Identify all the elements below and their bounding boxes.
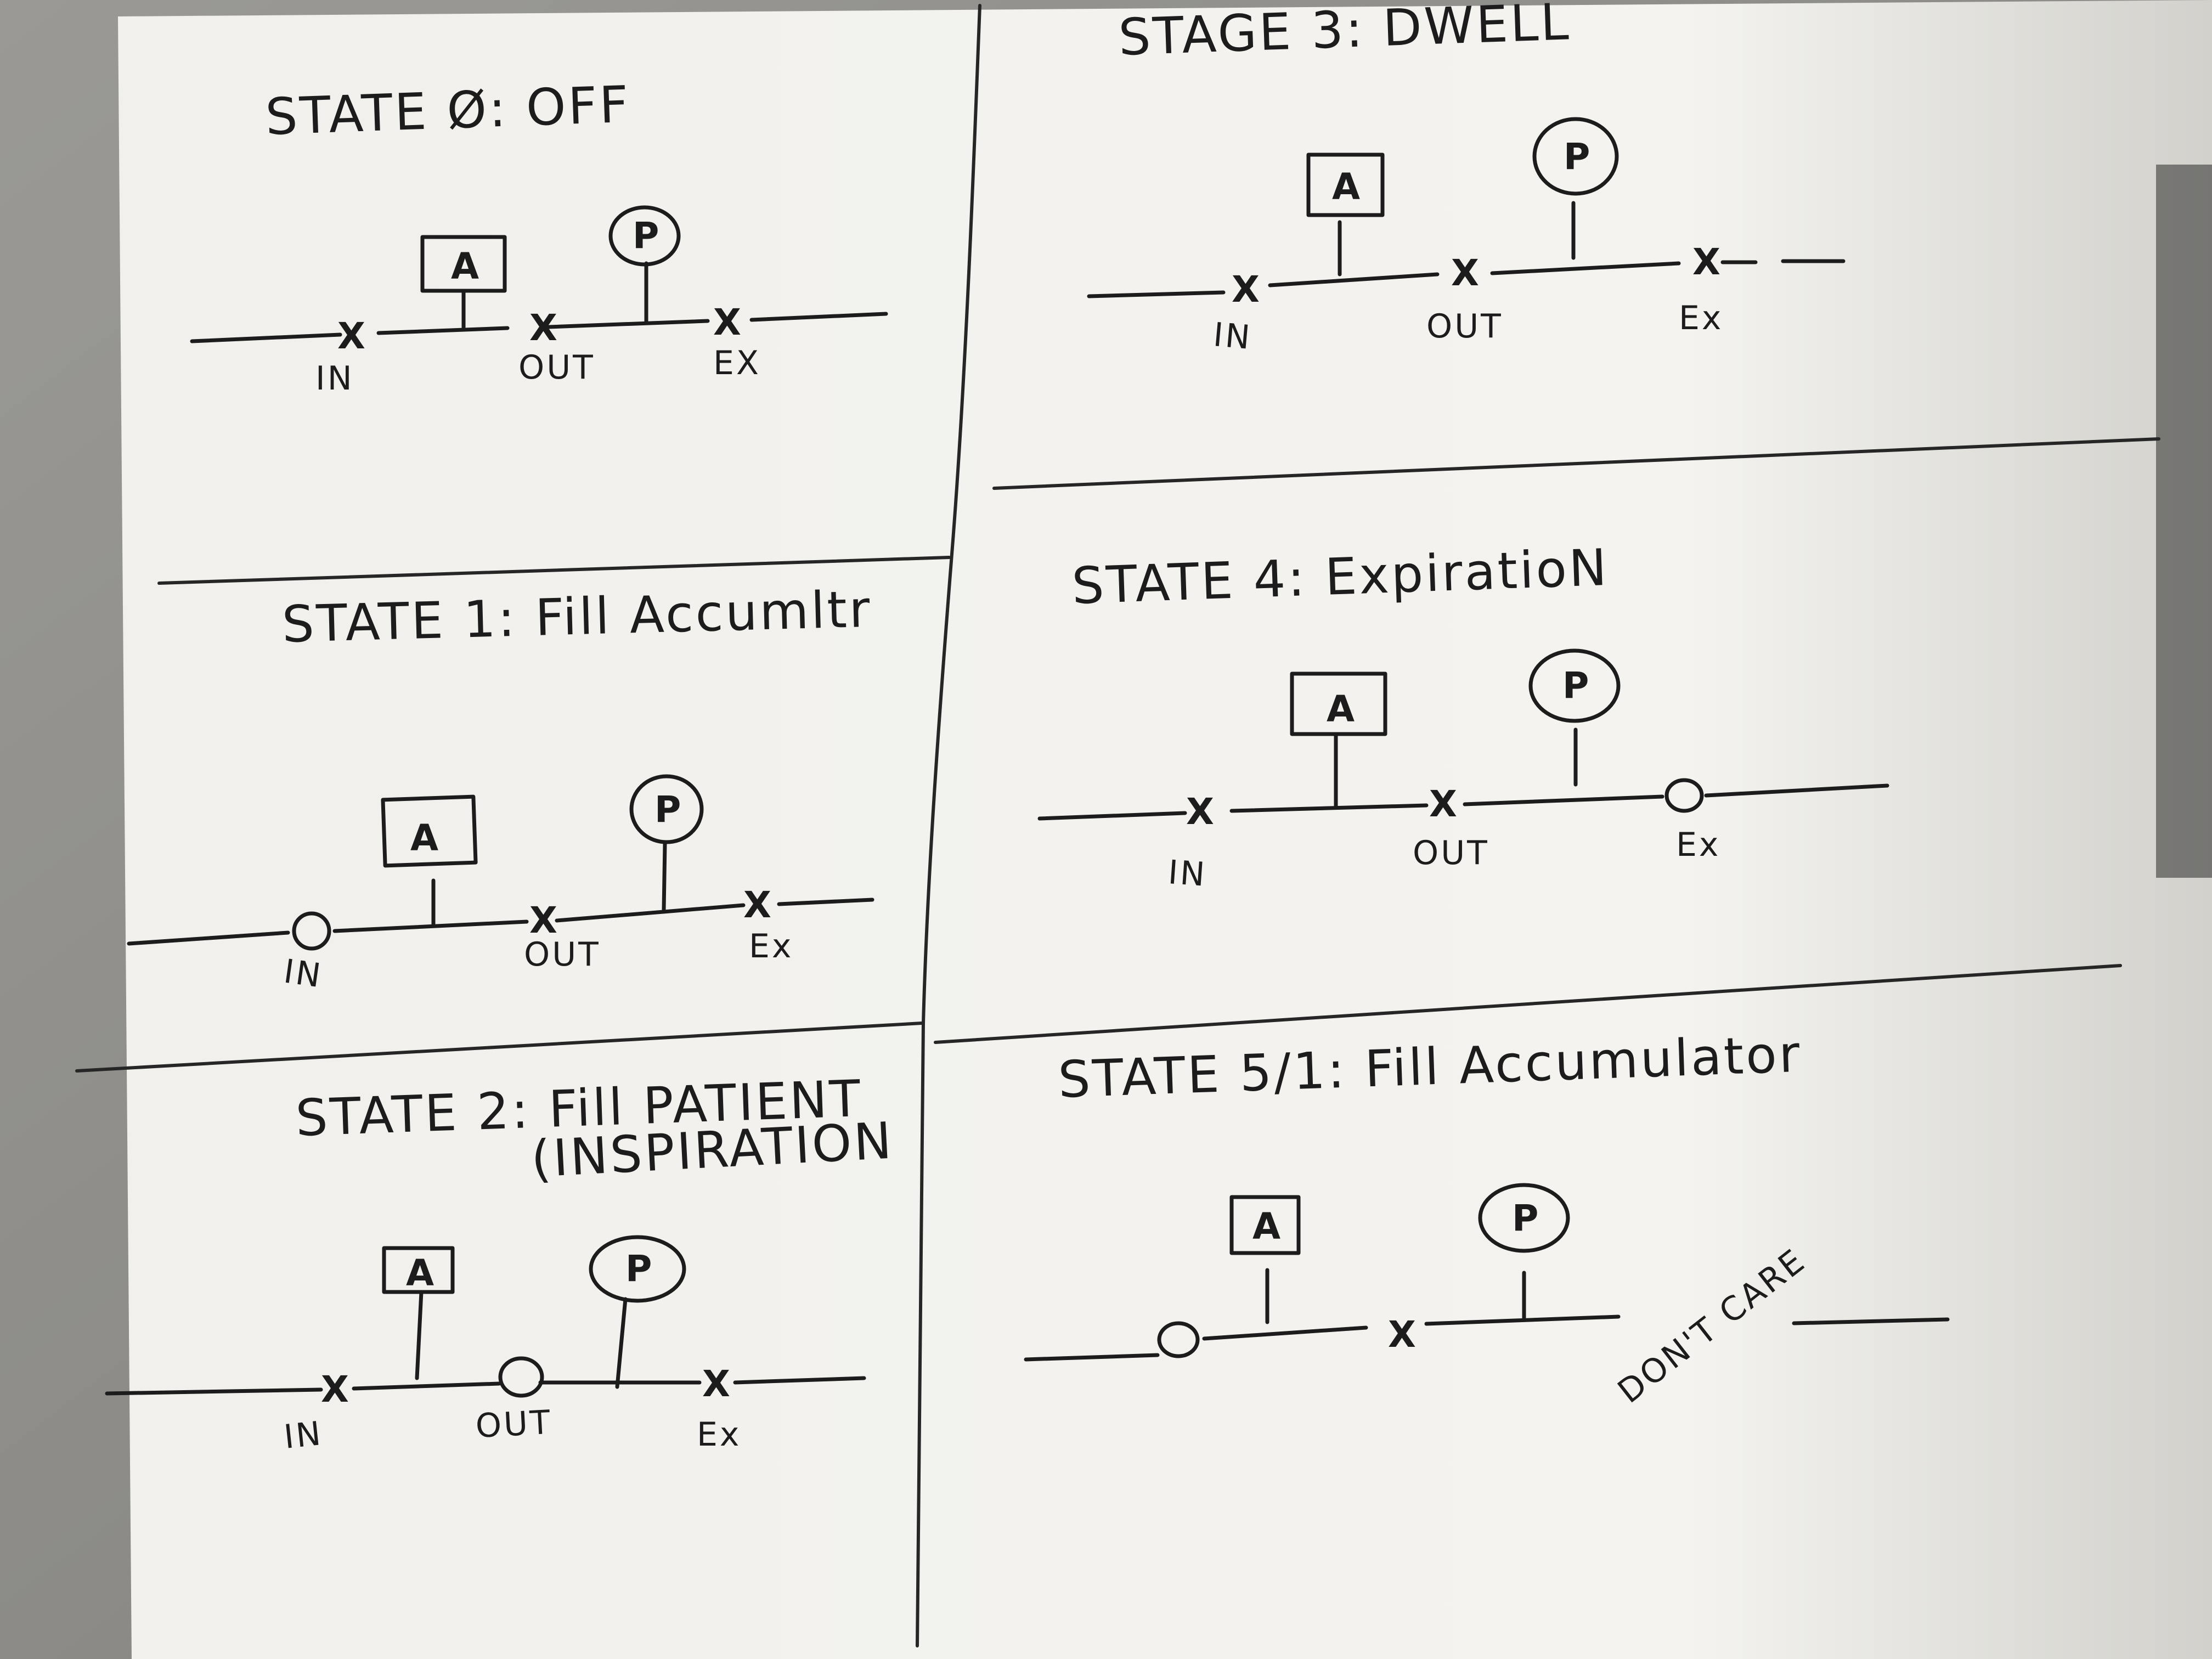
state2-valve-ex-symbol: X: [702, 1363, 732, 1405]
state2-label-ex: Ex: [697, 1415, 741, 1454]
state2-accumulator-box: [382, 1246, 455, 1294]
state3-patient-label: P: [1564, 136, 1592, 178]
state2-label-in: IN: [282, 1414, 325, 1457]
state3-valve-ex-symbol: X: [1692, 241, 1723, 283]
state3-valve-in-symbol: X: [1232, 268, 1262, 311]
state4-valve-out-symbol: X: [1429, 783, 1459, 825]
state0-patient-label: P: [633, 215, 661, 257]
state0-label-ex: EX: [713, 344, 761, 382]
state0-accumulator-box: [420, 235, 507, 293]
state1-accumulator-box: [381, 794, 478, 868]
paper-shadow: [2156, 165, 2212, 878]
state2-patient-stem: [615, 1297, 628, 1389]
state3-pipe: [1087, 259, 1846, 298]
state5-pipe: [1024, 1314, 1950, 1362]
state5-accumulator-box: [1229, 1195, 1301, 1255]
state2-accumulator-label: A: [406, 1252, 436, 1294]
divider-right-bottom: [934, 964, 2122, 1044]
state0-valve-ex-symbol: X: [713, 301, 743, 343]
state4-patient-label: P: [1562, 664, 1591, 707]
state1-valve-ex-symbol: X: [743, 884, 774, 926]
state2-label-out: OUT: [475, 1403, 553, 1446]
state0-title: STATE Ø: OFF: [264, 75, 631, 146]
state4-label-in: IN: [1167, 853, 1208, 894]
state4-patient-circle: [1528, 648, 1621, 723]
divider-vertical-bottom: [916, 1022, 925, 1647]
state0-valve-in-symbol: X: [337, 315, 368, 357]
state0-accumulator-label: A: [451, 245, 481, 287]
state2-valve-in-symbol: X: [321, 1368, 351, 1410]
state5-accumulator-label: A: [1252, 1205, 1283, 1248]
state3-label-out: OUT: [1426, 307, 1503, 346]
state1-valve-out-symbol: X: [529, 899, 560, 941]
state4-label-ex: Ex: [1676, 826, 1720, 864]
state1-valve-in-symbol: [292, 911, 331, 951]
divider-vertical-middle: [922, 552, 953, 1025]
state1-patient-label: P: [654, 788, 683, 831]
state0-valve-out-symbol: X: [529, 307, 560, 349]
state3-accumulator-label: A: [1332, 166, 1362, 208]
state1-pipe: [127, 898, 874, 946]
state2-patient-circle: [589, 1235, 686, 1303]
state1-label-ex: Ex: [749, 927, 793, 966]
state2-valve-out-symbol: [498, 1356, 544, 1398]
state5-patient-label: P: [1512, 1197, 1541, 1239]
paper-sheet: [118, 0, 2212, 1659]
divider-right-top: [992, 437, 2160, 490]
state1-label-in: IN: [281, 952, 325, 996]
panel-dividers: [75, 4, 2160, 1647]
state1-accumulator-label: A: [410, 817, 441, 859]
divider-vertical-top: [950, 4, 981, 556]
state3-label-ex: Ex: [1679, 299, 1723, 337]
state4-pipe: [1037, 783, 1889, 821]
state0-patient-circle: [608, 205, 681, 267]
state0-pipe: [190, 312, 888, 343]
state2-accumulator-stem: [415, 1290, 424, 1380]
state3-accumulator-box: [1306, 153, 1385, 217]
state0-label-out: OUT: [518, 348, 595, 387]
state3-panel: STAGE 3: DWELL X X X A P IN OUT Ex: [1087, 0, 1846, 357]
state3-patient-circle: [1532, 117, 1619, 196]
state1-patient-stem: [662, 842, 667, 912]
state4-label-out: OUT: [1413, 834, 1489, 872]
state2-pipe: [105, 1376, 866, 1396]
state0-label-in: IN: [315, 359, 354, 398]
state5-patient-circle: [1478, 1183, 1570, 1253]
state5-valve-b-symbol: X: [1388, 1313, 1418, 1356]
state1-label-out: OUT: [524, 935, 601, 974]
state3-valve-out-symbol: X: [1451, 252, 1481, 294]
state4-accumulator-label: A: [1327, 688, 1357, 730]
state4-valve-in-symbol: X: [1186, 791, 1216, 833]
state4-accumulator-box: [1290, 672, 1387, 736]
state5-valve-a-symbol: [1157, 1321, 1200, 1358]
state3-label-in: IN: [1212, 315, 1254, 357]
divider-left-bottom: [75, 1022, 923, 1073]
state4-valve-ex-symbol: [1664, 778, 1704, 813]
state1-patient-circle: [629, 774, 704, 844]
state0-panel: STATE Ø: OFF X X X A P IN OUT EX: [190, 75, 888, 398]
state2-patient-label: P: [625, 1248, 654, 1290]
divider-left-top: [157, 556, 951, 585]
